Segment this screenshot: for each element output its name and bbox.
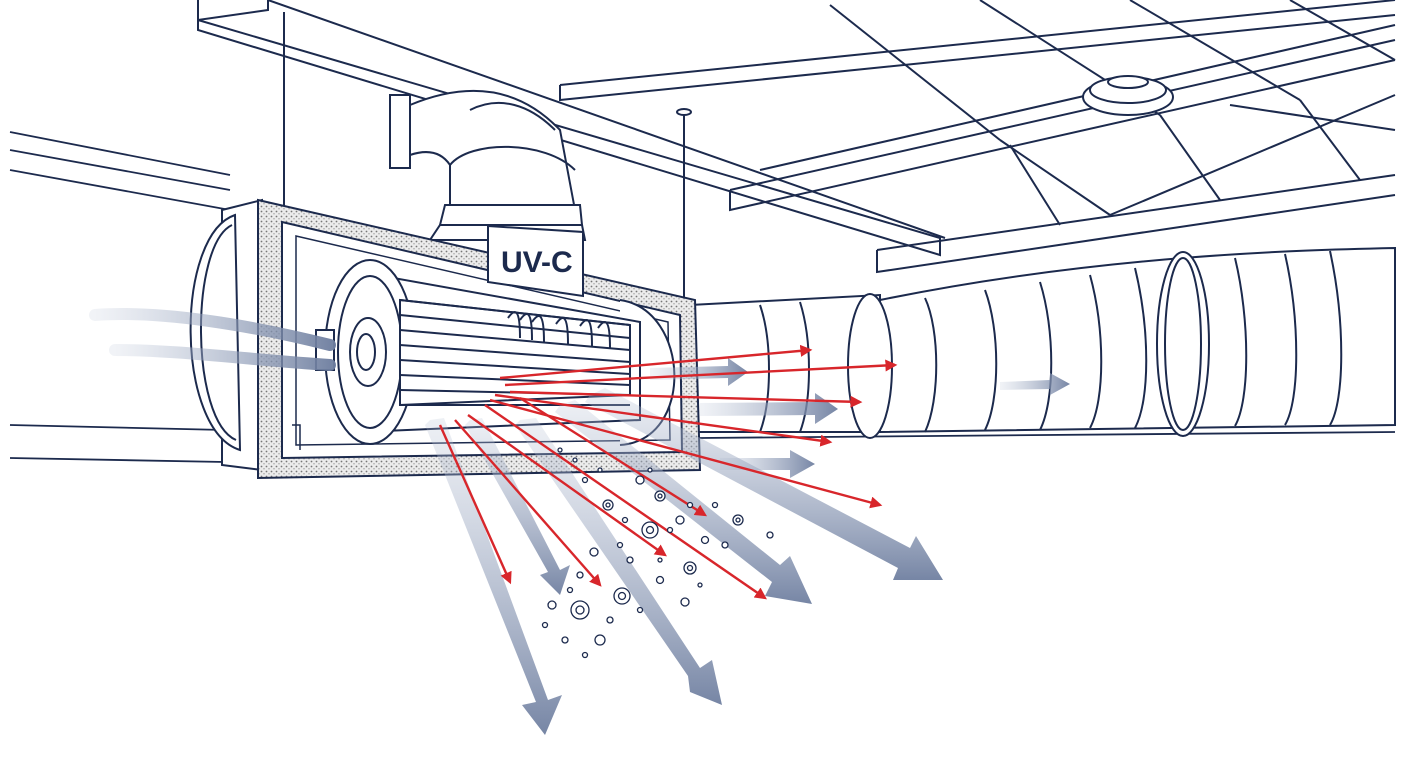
ceiling-structure — [197, 0, 1396, 274]
uv-lamp-assembly — [315, 259, 641, 445]
incoming-airflow — [89, 308, 336, 371]
housing-end-cap — [189, 198, 263, 472]
uv-rays — [438, 344, 898, 600]
outgoing-airflow — [650, 358, 1070, 478]
smoke-detector — [1082, 75, 1174, 116]
elbow-duct — [389, 89, 587, 241]
pathogen-particles — [541, 447, 774, 659]
uvc-label: UV-C — [487, 224, 584, 298]
uvc-label-text: UV-C — [501, 246, 573, 279]
